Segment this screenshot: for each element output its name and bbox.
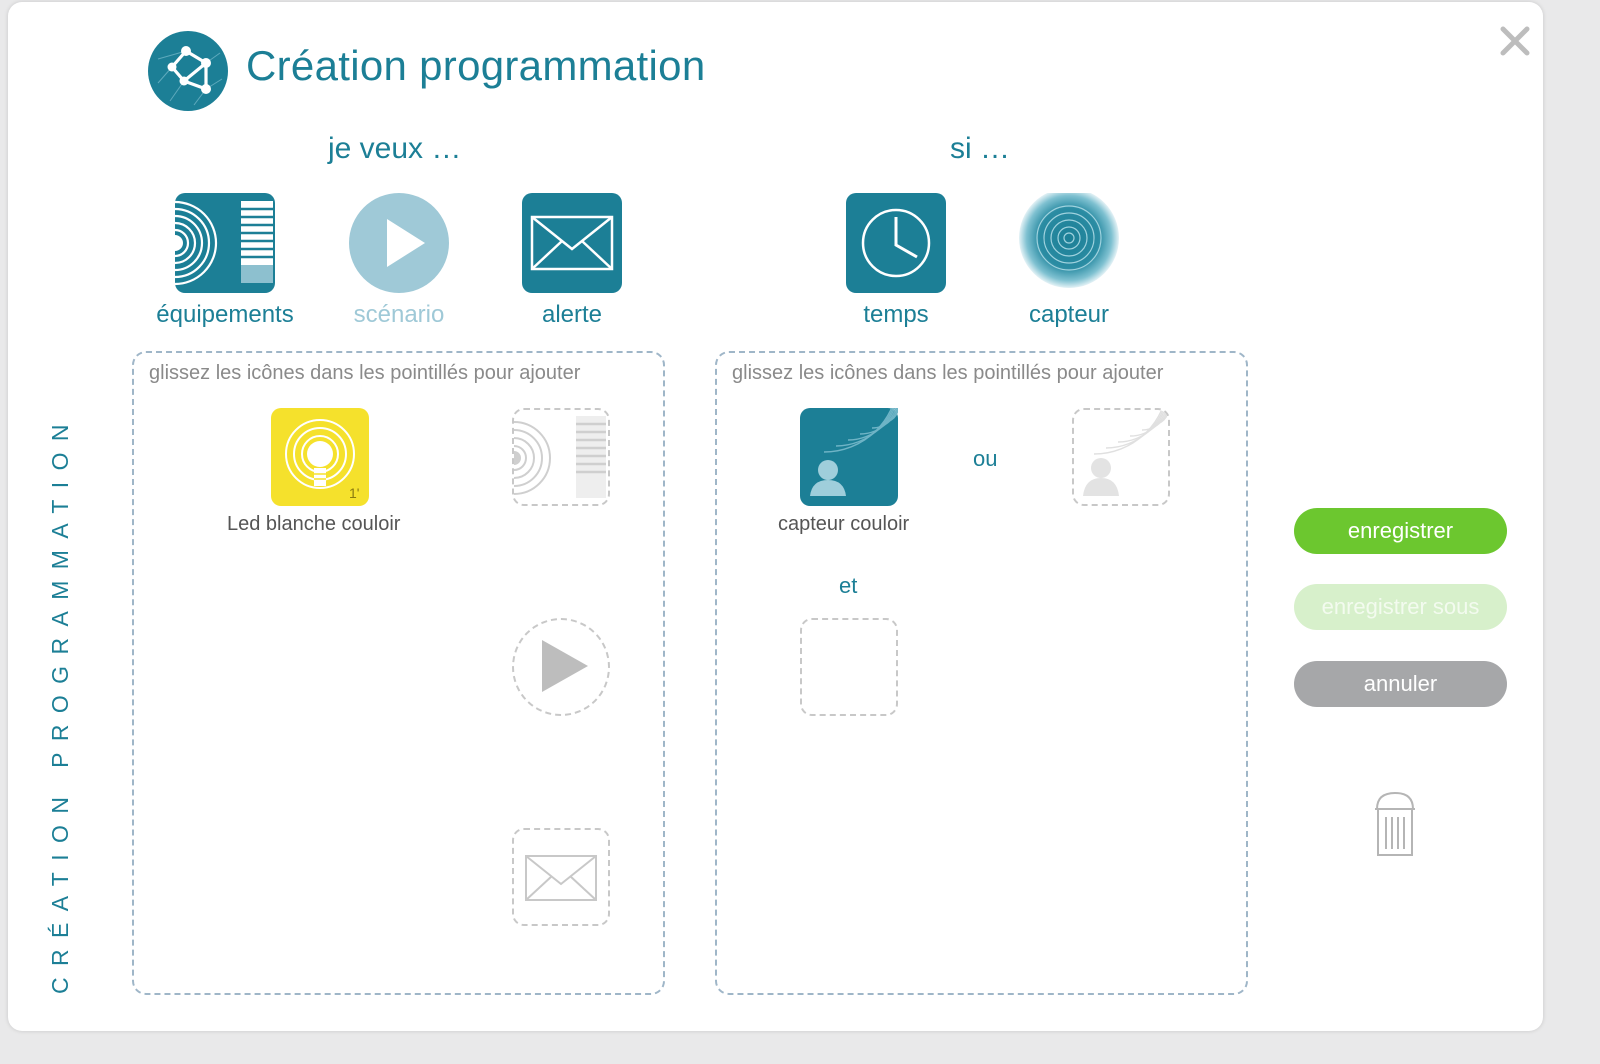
and-connector: et (839, 573, 858, 598)
actions-dropzone[interactable]: glissez les icônes dans les pointillés p… (132, 351, 665, 995)
envelope-placeholder-icon (525, 855, 597, 901)
tool-label: temps (863, 301, 929, 328)
cancel-button[interactable]: annuler (1294, 661, 1507, 707)
dropzone-hint: glissez les icônes dans les pointillés p… (732, 362, 1164, 384)
save-button[interactable]: enregistrer (1294, 508, 1507, 554)
tool-sensor[interactable]: capteur (984, 193, 1154, 329)
item-label: Led blanche couloir (227, 513, 401, 535)
programming-dialog: Création programmation (8, 2, 1543, 1031)
item-label: capteur couloir (778, 513, 910, 535)
equipment-icon (175, 193, 275, 293)
close-icon[interactable] (1496, 22, 1534, 60)
equipment-slot[interactable] (512, 408, 610, 506)
conditions-heading: si … (950, 132, 1010, 165)
actions-heading: je veux … (328, 132, 462, 165)
sensor-slot[interactable] (1072, 408, 1170, 506)
tool-scenario[interactable]: scénario (314, 193, 484, 329)
conditions-dropzone[interactable]: glissez les icônes dans les pointillés p… (715, 351, 1248, 995)
tool-label: alerte (541, 301, 603, 328)
tool-label: scénario (353, 301, 445, 328)
envelope-icon (522, 193, 622, 293)
trash-icon[interactable] (1373, 791, 1417, 859)
play-icon (349, 193, 449, 293)
side-title: CRÉATION PROGRAMMATION (47, 413, 73, 994)
save-as-button[interactable]: enregistrer sous (1294, 584, 1507, 630)
and-condition-slot[interactable] (800, 618, 898, 716)
tool-time[interactable]: temps (811, 193, 981, 329)
page-title: Création programmation (246, 42, 706, 89)
play-placeholder-icon (542, 640, 588, 692)
tool-equipment[interactable]: équipements (140, 193, 310, 329)
dropzone-hint: glissez les icônes dans les pointillés p… (149, 362, 581, 384)
presence-sensor-icon[interactable] (800, 408, 898, 506)
equipment-placeholder-icon (514, 416, 606, 498)
sensor-icon (1019, 193, 1119, 288)
clock-icon (846, 193, 946, 293)
alert-slot[interactable] (512, 828, 610, 926)
app-logo-icon (148, 31, 228, 111)
or-connector: ou (973, 446, 998, 471)
presence-sensor-placeholder-icon (1083, 410, 1168, 496)
tool-label: capteur (1028, 301, 1110, 328)
tool-alert[interactable]: alerte (487, 193, 657, 329)
scenario-slot[interactable] (512, 618, 610, 716)
bulb-icon[interactable]: 1' (271, 408, 369, 506)
bulb-badge: 1' (349, 485, 359, 501)
tool-label: équipements (156, 301, 294, 328)
